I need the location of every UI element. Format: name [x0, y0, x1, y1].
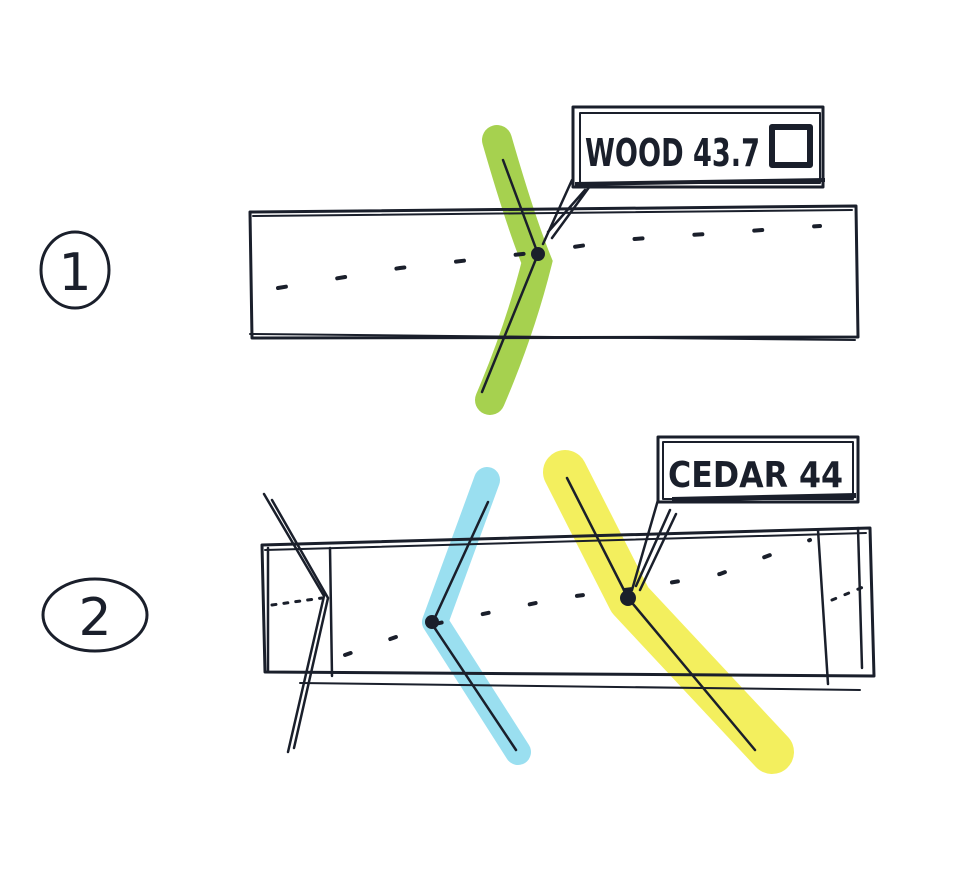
step-2-middle-pivot [425, 615, 439, 629]
step-2-centerline [270, 538, 870, 657]
step-1-tag: WOOD 43.7 [571, 105, 825, 189]
step-1-highlight [475, 125, 553, 415]
step-1-badge: 1 [39, 230, 111, 310]
step-2-number: 2 [78, 588, 111, 648]
step-2-tag-text: CEDAR 44 [668, 455, 843, 496]
step-2-board [260, 526, 876, 691]
step-1-tag-checkbox [769, 124, 813, 168]
step-2: 2 [41, 435, 876, 774]
step-1-leader [541, 178, 592, 246]
step-1: 1 WOOD 43.7 [39, 105, 860, 415]
step-1-board [248, 204, 860, 341]
step-2-left-cut [262, 492, 330, 754]
step-2-right-pivot [620, 590, 636, 606]
step-1-tag-text: WOOD 43.7 [585, 131, 760, 175]
step-2-badge: 2 [41, 577, 149, 653]
step-2-highlight-blue [422, 467, 531, 765]
step-1-number: 1 [58, 243, 91, 303]
step-2-leader [630, 498, 678, 592]
step-2-tag: CEDAR 44 [656, 435, 860, 504]
step-1-pivot-point [531, 247, 545, 261]
